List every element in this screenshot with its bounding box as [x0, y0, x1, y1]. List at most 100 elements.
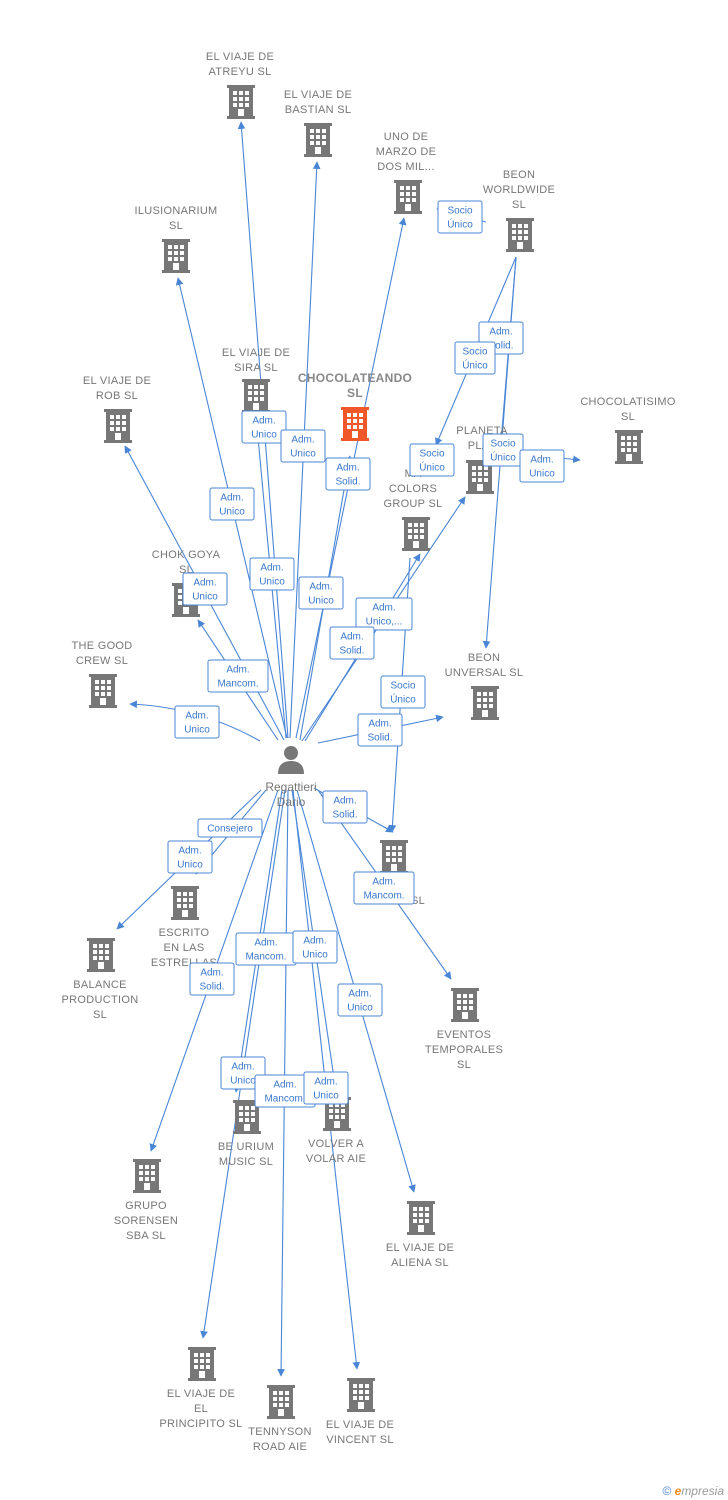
- relation-type-line: Mancom.: [264, 1094, 305, 1105]
- relation-type-line: Adm.: [489, 327, 512, 338]
- company-name-line: VINCENT SL: [326, 1434, 394, 1446]
- building-icon: [89, 674, 117, 708]
- relation-type-line: Solid.: [367, 733, 392, 744]
- relation-label-r14[interactable]: Adm.Unico,...: [355, 597, 413, 631]
- company-name-line: EVENTOS: [437, 1029, 491, 1041]
- relation-type-line: Adm.: [260, 563, 283, 574]
- relation-label-r21[interactable]: Consejero: [197, 818, 263, 838]
- building-icon: [341, 407, 369, 441]
- relation-type-line: Unico: [290, 449, 316, 460]
- relation-type-line: Adm.: [254, 938, 277, 949]
- company-name-line: BEON: [503, 169, 535, 181]
- relation-label-r25[interactable]: Adm.Unico: [292, 930, 338, 964]
- relation-label-r23[interactable]: Adm.Mancom.: [353, 871, 415, 905]
- company-name-line: WORLDWIDE: [483, 184, 555, 196]
- relation-label-r24[interactable]: Adm.Mancom.: [235, 932, 297, 966]
- relation-label-r11[interactable]: Adm.Unico: [249, 557, 295, 591]
- relation-label-r18[interactable]: Adm.Unico: [174, 705, 220, 739]
- relation-type: Adm.Mancom.: [217, 665, 258, 690]
- relation-label-r27[interactable]: Adm.Unico: [337, 983, 383, 1017]
- company-name-line: ESCRITO: [159, 927, 210, 939]
- relation-label-r5[interactable]: Adm.Unico: [280, 429, 326, 463]
- brand-logo[interactable]: empresia: [674, 1484, 724, 1498]
- relation-label-box: [241, 410, 287, 444]
- company-name-line: SL: [621, 411, 635, 423]
- relation-type-line: Consejero: [207, 824, 253, 835]
- company-name-line: EN LAS: [164, 942, 205, 954]
- relation-type-line: Adm.: [336, 463, 359, 474]
- relation-type-line: Unico: [219, 507, 245, 518]
- relation-label-r29[interactable]: Adm.Mancom.: [254, 1074, 316, 1108]
- relation-label-r16[interactable]: Adm.Mancom.: [207, 659, 269, 693]
- relation-label-r30[interactable]: Adm.Unico: [303, 1071, 349, 1105]
- relation-label-r4[interactable]: Adm.Unico: [241, 410, 287, 444]
- company-name-line: ALIENA SL: [391, 1257, 449, 1269]
- relation-type-line: Adm.: [368, 719, 391, 730]
- relation-label-r10[interactable]: Adm.Unico: [209, 487, 255, 521]
- relation-label-box: [280, 429, 326, 463]
- relation-type-line: Unico: [308, 596, 334, 607]
- company-name-line: CREW SL: [76, 655, 128, 667]
- relation-label-r19[interactable]: Adm. Solid.: [357, 713, 403, 747]
- company-node-colors[interactable]: MACOLORSGROUP SL: [383, 468, 442, 551]
- building-icon: [402, 517, 430, 551]
- relation-label-r26[interactable]: Adm.Solid.: [189, 962, 235, 996]
- relation-type-line: Solid.: [332, 810, 357, 821]
- relation-label-r9[interactable]: Adm.Unico: [519, 449, 565, 483]
- relation-label-r22[interactable]: Adm.Unico: [167, 840, 213, 874]
- relation-type-line: Unico: [313, 1091, 339, 1102]
- building-icon: [87, 938, 115, 972]
- relation-type: Adm.Unico: [177, 846, 203, 871]
- relation-label-r20[interactable]: Adm.Solid.: [322, 790, 368, 824]
- company-name-line: DOS MIL...: [377, 161, 434, 173]
- company-name-line: ATREYU SL: [208, 66, 271, 78]
- relation-type-line: Unico: [177, 860, 203, 871]
- relation-label-r28[interactable]: Adm.Unico: [220, 1056, 266, 1090]
- company-name-line: SL: [457, 1059, 471, 1071]
- relation-type: Adm.Unico: [347, 989, 373, 1014]
- relation-label-r12[interactable]: Adm.Unico: [182, 572, 228, 606]
- relation-label-box: [409, 443, 455, 477]
- company-name-line: BE URIUM: [218, 1141, 274, 1153]
- company-name-line: COLORS: [389, 483, 437, 495]
- relation-label-r15[interactable]: Adm.Solid.: [329, 626, 375, 660]
- relation-label-box: [325, 457, 371, 491]
- company-name-line: SL: [169, 220, 183, 232]
- relation-label-r6[interactable]: Adm.Solid.: [325, 457, 371, 491]
- relation-type: Adm.Solid.: [199, 968, 224, 993]
- relation-label-r13[interactable]: Adm.Unico: [298, 576, 344, 610]
